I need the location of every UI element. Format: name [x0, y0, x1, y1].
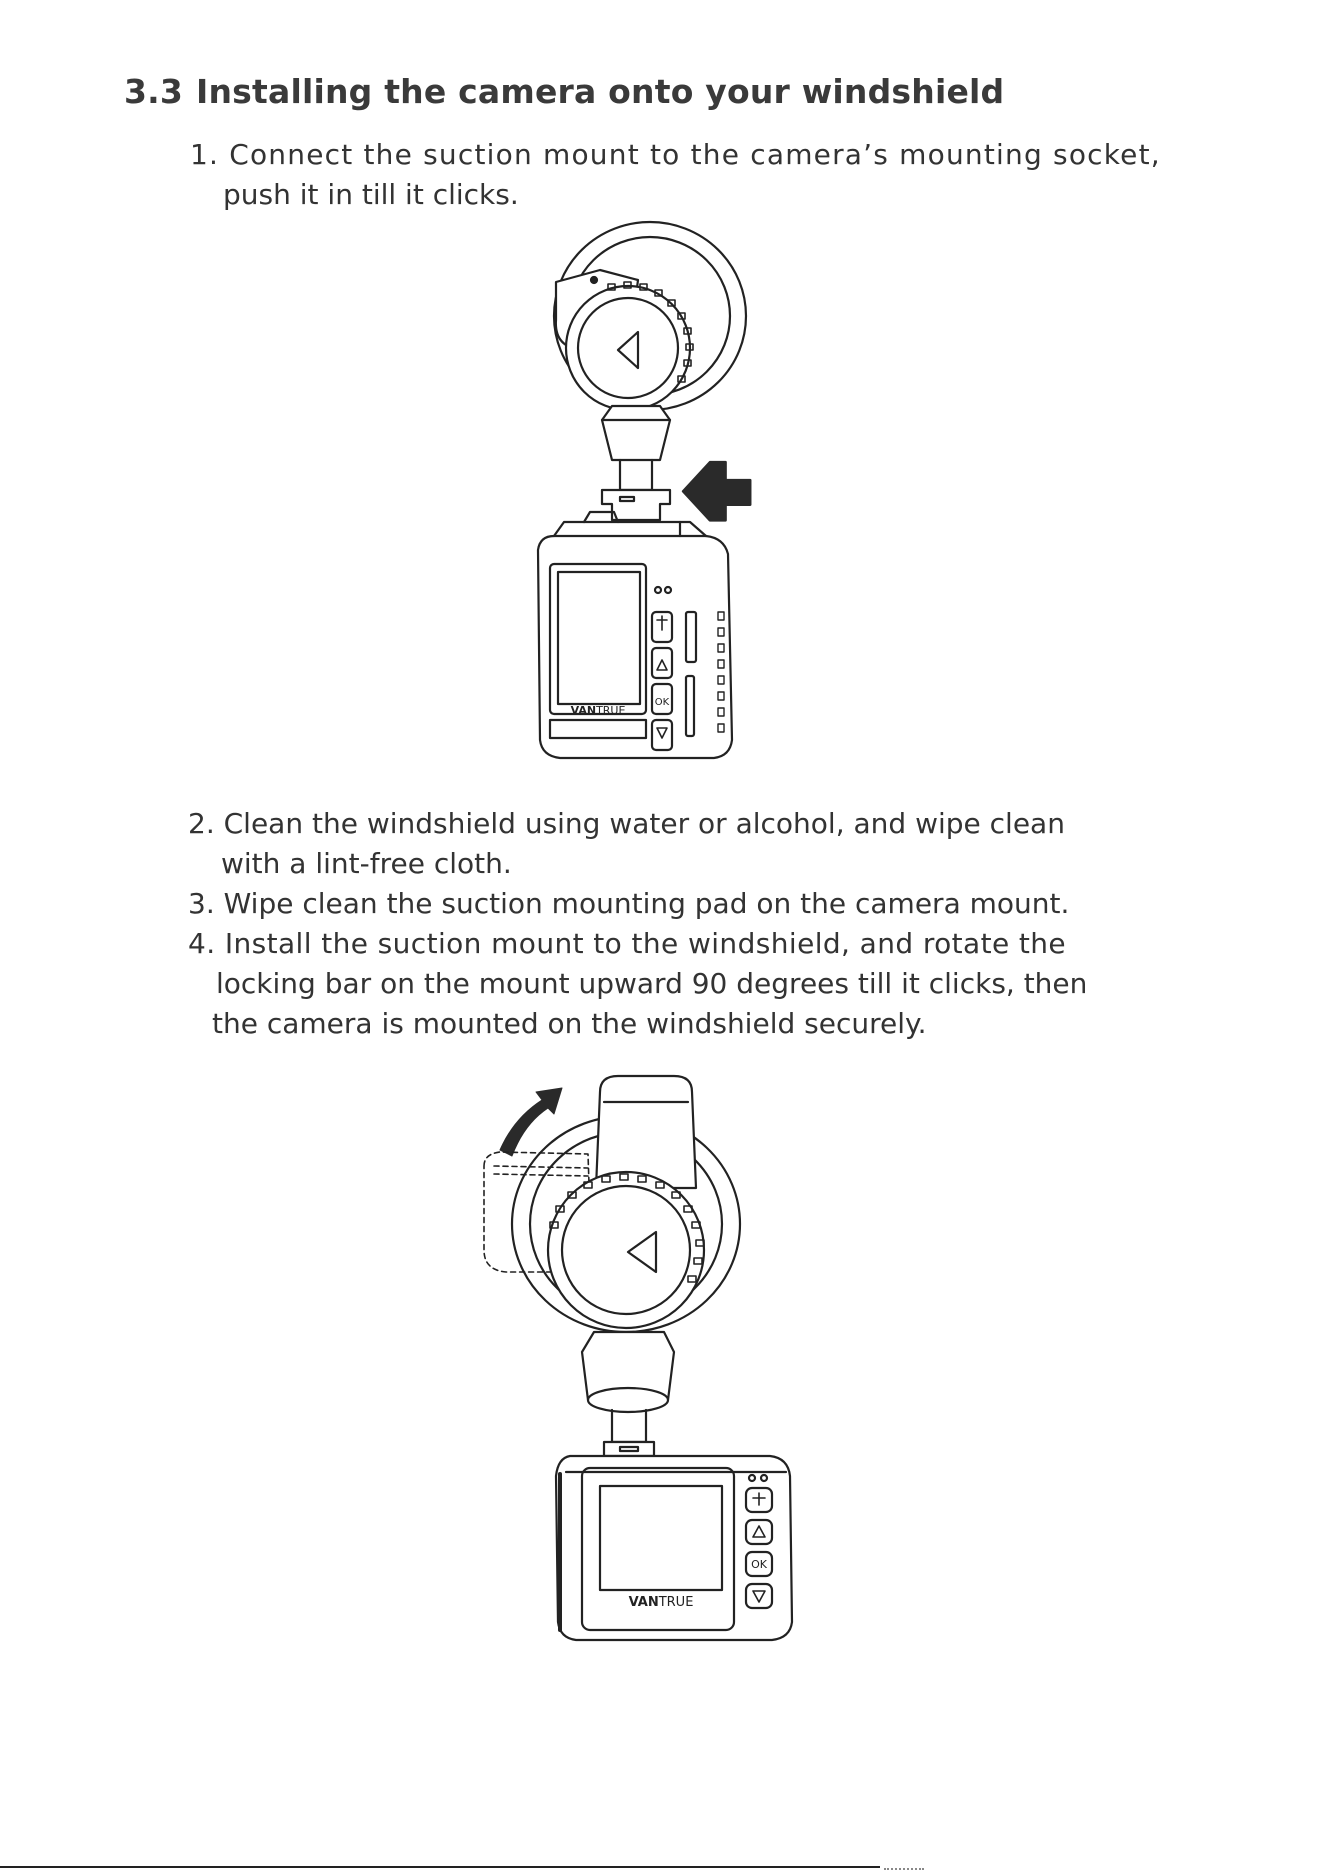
dashcam-body	[536, 510, 734, 760]
mount-shoe	[600, 488, 672, 522]
footer-mark	[884, 1860, 924, 1870]
step-3: 3. Wipe clean the suction mounting pad o…	[188, 884, 1069, 924]
step-1-line-2: push it in till it clicks.	[223, 178, 519, 211]
dial-ring	[546, 1170, 706, 1330]
footer-rule	[0, 1866, 880, 1868]
step-4-line-2: locking bar on the mount upward 90 degre…	[216, 967, 1088, 1000]
ball-joint	[600, 404, 672, 462]
step-1-line-1: 1. Connect the suction mount to the came…	[190, 138, 1161, 171]
step-2: 2. Clean the windshield using water or a…	[188, 804, 1065, 884]
dial-ring	[564, 281, 694, 412]
triangle-mark-icon	[616, 330, 640, 370]
triangle-mark-icon	[626, 1230, 658, 1274]
step-3-line-1: 3. Wipe clean the suction mounting pad o…	[188, 887, 1070, 920]
dashcam-body	[554, 1454, 794, 1642]
step-4-line-1: 4. Install the suction mount to the wind…	[188, 927, 1067, 960]
step-1: 1. Connect the suction mount to the came…	[190, 135, 1161, 215]
step-2-line-1: 2. Clean the windshield using water or a…	[188, 807, 1065, 840]
figure-mount-attach: OK VANTRUE	[536, 220, 752, 760]
section-title: Installing the camera onto your windshie…	[196, 72, 1005, 111]
locking-bar	[594, 1074, 698, 1190]
brand-logo: VANTRUE	[571, 704, 626, 717]
section-heading: 3.3 Installing the camera onto your winds…	[124, 72, 1004, 111]
push-arrow-icon	[681, 460, 752, 522]
ok-button-label: OK	[655, 697, 670, 708]
section-number: 3.3	[124, 72, 184, 111]
step-4: 4. Install the suction mount to the wind…	[188, 924, 1087, 1044]
brand-logo: VANTRUE	[629, 1595, 694, 1610]
rotate-arrow-icon	[499, 1087, 563, 1157]
step-2-line-2: with a lint-free cloth.	[221, 847, 512, 880]
step-4-line-3: the camera is mounted on the windshield …	[212, 1007, 927, 1040]
ok-button-label: OK	[751, 1558, 768, 1571]
figure-mounted-camera: OK VANTRUE	[483, 1074, 794, 1642]
